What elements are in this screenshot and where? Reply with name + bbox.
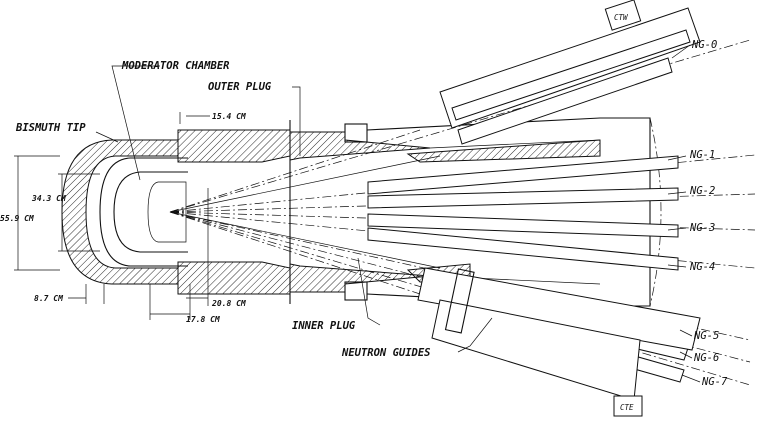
inner-plug-label: INNER PLUG [292,320,356,332]
guide-label-2: NG-2 [689,185,715,197]
dim-17-8: 17.8 CM [186,315,221,324]
bismuth-tip-shell [61,139,188,285]
bismuth-tip-label: BISMUTH TIP [15,122,86,134]
moderator-chamber-label: MODERATOR CHAMBER [121,60,229,72]
dimension-lines [14,112,210,320]
guide-label-3: NG-3 [689,222,715,234]
guide-tube-3 [367,213,679,238]
guide-label-0: NG-0 [691,39,717,51]
guide-label-6: NG-6 [693,352,719,364]
outer-plug-label: OUTER PLUG [208,81,272,93]
guide-tube-4 [367,227,679,271]
guide-tube-1 [367,155,679,195]
guide-tube-2 [367,187,679,209]
leader-lines [95,44,701,383]
dim-8-7: 8.7 CM [34,294,64,303]
guide-labels: NG-0NG-1NG-2NG-3NG-4NG-5NG-6NG-7 [689,39,728,388]
cte-beam-tube: CTE [417,267,701,417]
guide-label-7: NG-7 [701,376,728,388]
guide-tube-0 [457,57,673,145]
dim-15-4: 15.4 CM [212,112,247,121]
guide-label-5: NG-5 [693,330,719,342]
dim-20-8: 20.8 CM [211,299,247,308]
cte-label: CTE [620,403,634,412]
guide-label-4: NG-4 [689,261,715,273]
plug-body [177,117,662,307]
neutron-guides-label: NEUTRON GUIDES [341,347,431,359]
ctw-label: CTW [614,13,629,22]
dim-55-9: 55.9 CM [0,214,35,223]
ctw-beam-tube: CTW [439,0,701,129]
guide-label-1: NG-1 [689,149,715,161]
dim-34-3: 34.3 CM [31,194,67,203]
